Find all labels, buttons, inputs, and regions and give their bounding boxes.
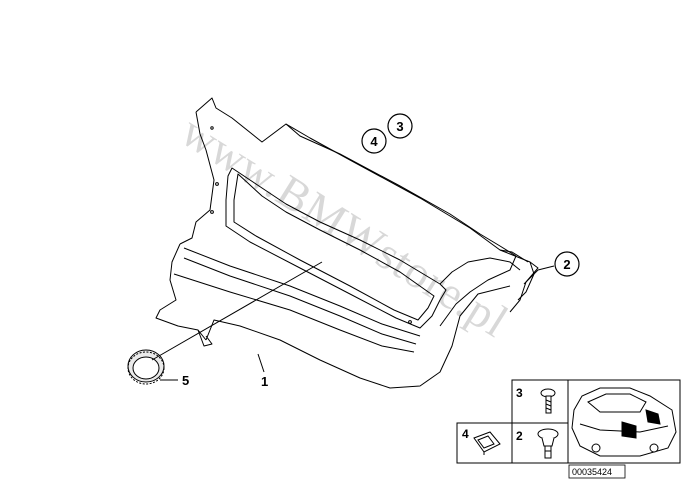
- callout-3: 3: [387, 113, 413, 139]
- screw-icon: [540, 388, 556, 414]
- parts-key-table: [456, 379, 681, 464]
- key-2-label: 2: [516, 429, 523, 443]
- clip-nut-icon: [473, 431, 501, 455]
- callout-2: 2: [554, 251, 580, 277]
- key-row-3: 3: [516, 386, 556, 414]
- diagram-ref: 00035424: [568, 464, 626, 479]
- callout-5-label: 5: [182, 373, 189, 388]
- callout-4-label: 4: [370, 134, 378, 149]
- callout-2-label: 2: [563, 257, 570, 272]
- cap-part-drawing: [127, 349, 165, 385]
- key-4-label: 4: [462, 427, 469, 441]
- car-location-icon: [571, 387, 677, 457]
- key-row-2: 2: [516, 428, 559, 459]
- watermark-text: www.BMWstore.pl: [173, 105, 518, 347]
- key-3-label: 3: [516, 386, 523, 400]
- leader-lines: [151, 261, 555, 381]
- callout-1-label: 1: [261, 374, 268, 389]
- callout-5: 5: [182, 373, 189, 388]
- callout-4: 4: [361, 128, 387, 154]
- trim-panel-drawing: [155, 97, 539, 389]
- key-row-4: 4: [462, 427, 501, 455]
- clip-icon: [537, 428, 559, 459]
- diagram-ref-label: 00035424: [572, 467, 612, 477]
- callout-3-label: 3: [396, 119, 403, 134]
- callout-1: 1: [261, 374, 268, 389]
